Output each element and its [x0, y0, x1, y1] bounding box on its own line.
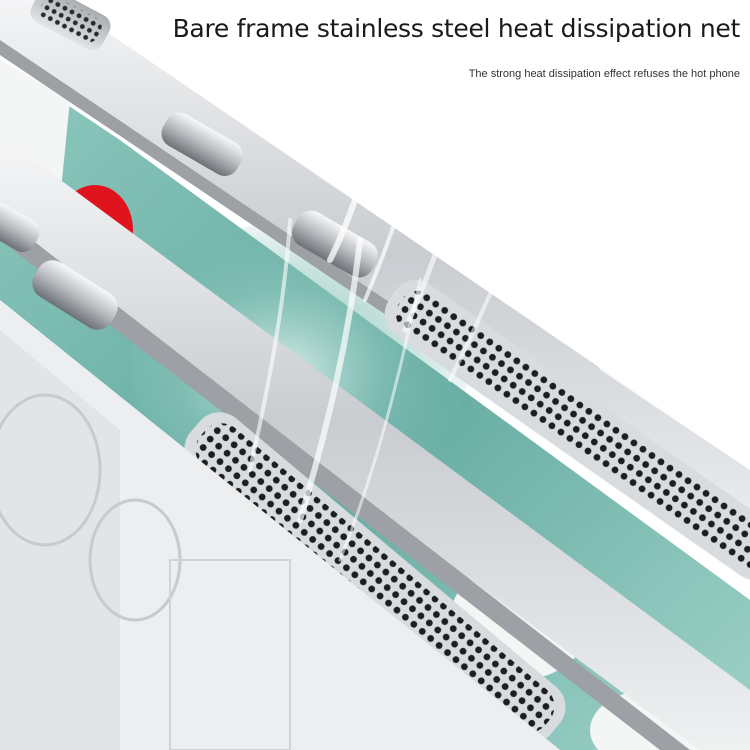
- page-subtitle: The strong heat dissipation effect refus…: [468, 68, 740, 80]
- lower-frame-rail: [0, 150, 750, 750]
- airflow-streaks: [88, 0, 562, 562]
- top-vent: [30, 0, 111, 51]
- side-key-lower-1: [0, 202, 40, 252]
- lower-heat-dissipation-net: [184, 412, 566, 744]
- page-title: Bare frame stainless steel heat dissipat…: [172, 14, 741, 43]
- side-key-lower-2: [32, 260, 118, 330]
- phone-back-panel: [0, 300, 560, 750]
- headline-block: Bare frame stainless steel heat dissipat…: [172, 14, 741, 80]
- upper-heat-dissipation-net: [384, 280, 750, 580]
- side-key-upper-1: [161, 112, 243, 176]
